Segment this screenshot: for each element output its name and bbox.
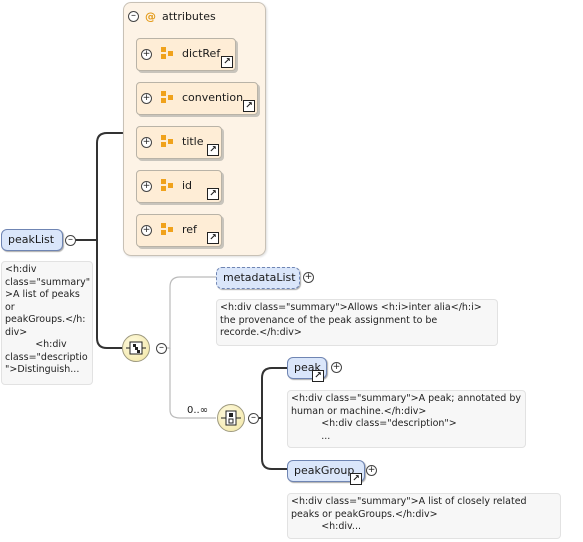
minus-circle-icon[interactable]: – (156, 343, 167, 354)
element-label: peakList (8, 233, 55, 246)
peak-documentation: <h:div class="summary">A peak; annotated… (287, 390, 526, 448)
connector-attributes (75, 132, 123, 241)
attributes-title: attributes (162, 10, 216, 23)
attribute-label: ref (182, 223, 197, 236)
attribute-at-icon: @ (145, 10, 156, 23)
reference-arrow-icon[interactable]: ↗ (221, 56, 233, 68)
choice-compositor-icon[interactable] (217, 404, 245, 432)
plus-circle-icon[interactable]: + (141, 49, 152, 60)
plus-circle-icon[interactable]: + (331, 362, 342, 373)
sequence-compositor-icon[interactable] (122, 334, 150, 362)
reference-arrow-icon[interactable]: ↗ (207, 188, 219, 200)
connector-sequence (96, 240, 122, 349)
element-metadatalist[interactable]: metadataList (216, 267, 300, 289)
attribute-icon (161, 179, 173, 191)
connector-peak (259, 367, 287, 419)
attribute-label: title (182, 135, 204, 148)
attribute-title[interactable]: + title ↗ (136, 126, 222, 159)
plus-circle-icon[interactable]: + (141, 181, 152, 192)
choice-cardinality: 0..∞ (187, 405, 209, 416)
peaklist-documentation: <h:div class="summary" >A list of peaks … (1, 261, 93, 385)
plus-circle-icon[interactable]: + (141, 93, 152, 104)
minus-circle-icon[interactable]: – (65, 235, 76, 246)
element-peak[interactable]: peak ↗ (287, 357, 327, 382)
element-label: metadataList (223, 271, 296, 284)
element-label: peakGroup (294, 464, 355, 477)
connector-metadatalist (166, 276, 216, 349)
plus-circle-icon[interactable]: + (366, 465, 377, 476)
peakgroup-documentation: <h:div class="summary">A list of closely… (287, 493, 561, 539)
attribute-label: id (182, 179, 193, 192)
attribute-icon (161, 47, 173, 59)
plus-circle-icon[interactable]: + (141, 225, 152, 236)
minus-circle-icon[interactable]: – (248, 413, 259, 424)
attribute-label: dictRef (182, 47, 221, 60)
reference-arrow-icon[interactable]: ↗ (243, 100, 255, 112)
attribute-label: convention (182, 91, 244, 104)
attribute-id[interactable]: + id ↗ (136, 170, 222, 203)
reference-arrow-icon[interactable]: ↗ (350, 473, 362, 485)
connector-peakgroup (259, 417, 287, 470)
connector-choice (169, 348, 216, 419)
element-peaklist[interactable]: peakList (1, 229, 63, 251)
attribute-convention[interactable]: + convention ↗ (136, 82, 258, 115)
plus-circle-icon[interactable]: + (141, 137, 152, 148)
minus-circle-icon[interactable]: – (128, 11, 139, 22)
reference-arrow-icon[interactable]: ↗ (207, 144, 219, 156)
attributes-header[interactable]: – @ attributes (128, 10, 216, 23)
plus-circle-icon[interactable]: + (303, 272, 314, 283)
attribute-ref[interactable]: + ref ↗ (136, 214, 222, 247)
metadatalist-documentation: <h:div class="summary">Allows <h:i>inter… (216, 299, 498, 346)
reference-arrow-icon[interactable]: ↗ (312, 370, 324, 382)
attribute-icon (161, 135, 173, 147)
attribute-icon (161, 223, 173, 235)
attribute-dictref[interactable]: + dictRef ↗ (136, 38, 236, 71)
element-peakgroup[interactable]: peakGroup ↗ (287, 460, 365, 485)
reference-arrow-icon[interactable]: ↗ (207, 232, 219, 244)
attribute-icon (161, 91, 173, 103)
